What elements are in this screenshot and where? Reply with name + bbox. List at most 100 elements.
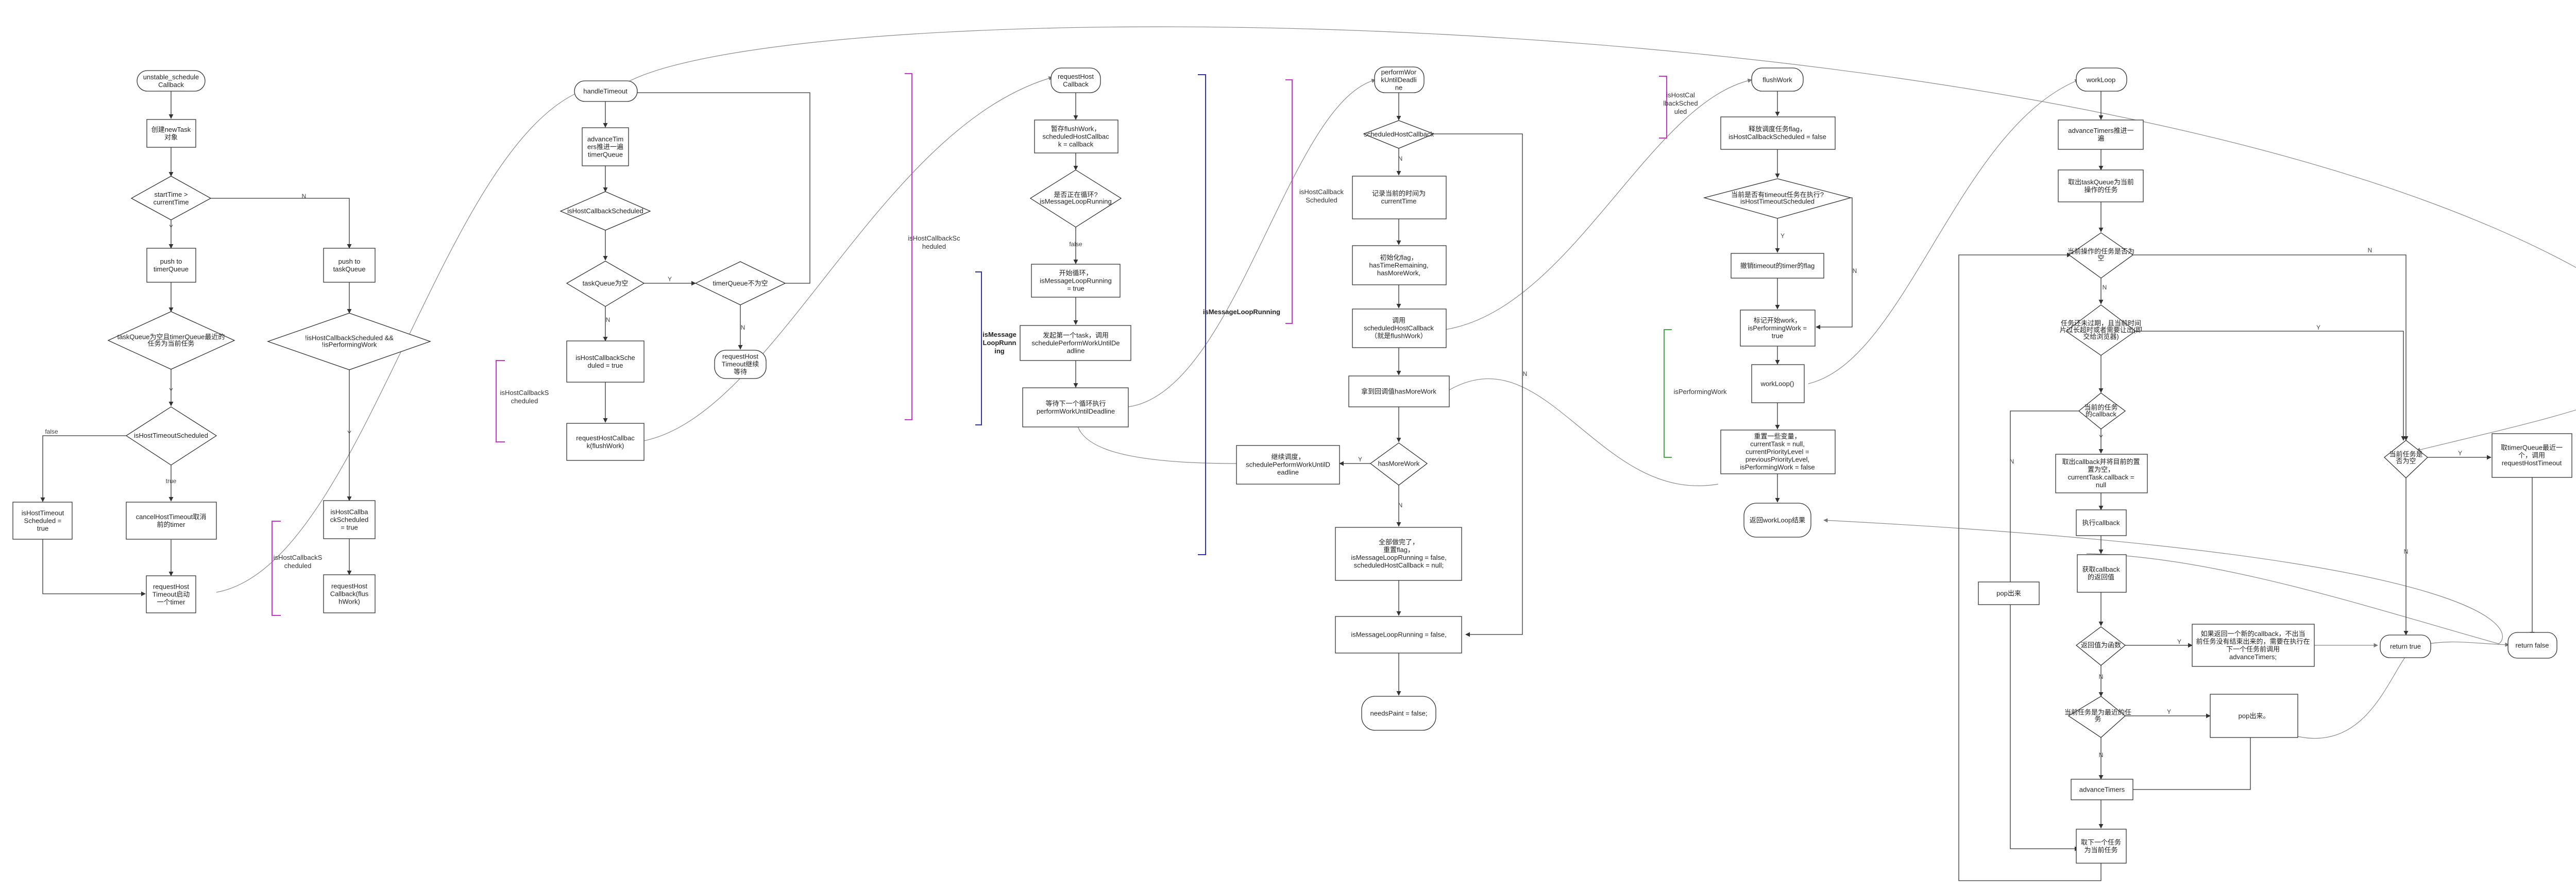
c1-push-timer-label: push to bbox=[160, 258, 182, 265]
c6-take-shape bbox=[2058, 169, 2144, 202]
annotation-a4-label: isMessage bbox=[982, 331, 1016, 338]
edge-label-no: N bbox=[1398, 502, 1403, 509]
c1-req-cb-label: Callback(flus bbox=[330, 590, 369, 598]
c2-req-timeout-shape bbox=[714, 350, 767, 379]
c6-dec2-label: 任务还未过期，且当前时间 bbox=[2061, 319, 2141, 327]
c6-dec2-label: 交给浏览器) bbox=[2083, 333, 2119, 340]
c3-start-loop-label: = true bbox=[1067, 285, 1084, 293]
c3-save-shape bbox=[1034, 119, 1118, 153]
c2-set-cb-label: duled = true bbox=[587, 362, 623, 369]
c4-dec1-shape bbox=[1363, 120, 1435, 149]
c5-mark-shape bbox=[1740, 310, 1816, 347]
c4-end-flag-shape bbox=[1335, 616, 1462, 654]
c1-dec4-label: !isHostCallbackScheduled && bbox=[305, 334, 394, 341]
annotation-a7-label: uled bbox=[1674, 108, 1687, 115]
annotation-a3-label: heduled bbox=[922, 243, 946, 250]
c6-get-shape bbox=[2077, 554, 2127, 593]
curve-c2-to-c3 bbox=[637, 76, 1053, 442]
c6-advance-label: advanceTimers推进一 bbox=[2068, 127, 2133, 134]
c2-start-shape bbox=[574, 80, 638, 102]
c4-call-label: scheduledHostCallback bbox=[1364, 324, 1434, 332]
c6-take-cb-label: 置为空， bbox=[2088, 466, 2114, 473]
edge-label-no: N bbox=[2404, 548, 2409, 555]
c6-take-label: 取出taskQueue为当前 bbox=[2068, 178, 2134, 186]
c6-next-label: 为当前任务 bbox=[2084, 846, 2117, 854]
annotation-a8-label: isPerformingWork bbox=[1673, 388, 1727, 396]
c3-start-loop-shape bbox=[1031, 264, 1121, 298]
c1-new-label: 创建newTask bbox=[151, 126, 191, 133]
c1-push-task-label: taskQueue bbox=[333, 265, 366, 273]
c5-reset2-shape bbox=[1720, 430, 1836, 474]
c6-dec5-label: 当前任务是为最近的任 bbox=[2064, 708, 2131, 716]
c2-start-label: handleTimeout bbox=[583, 88, 628, 95]
c6-dec6-label: 当前任务是 bbox=[2389, 450, 2422, 458]
edge-label-yes: Y bbox=[2458, 450, 2462, 457]
c6-advance2-shape bbox=[2071, 779, 2133, 800]
edge-label-yes: Y bbox=[347, 430, 351, 437]
c5-reset-label: isHostCallbackScheduled = false bbox=[1728, 133, 1826, 141]
c4-call-label: （就是flushWork） bbox=[1370, 332, 1427, 340]
c3-dec-label: isMessageLoopRunning bbox=[1040, 197, 1111, 205]
c3-dec-shape bbox=[1029, 169, 1122, 228]
c5-cancel-shape bbox=[1731, 253, 1824, 279]
c6-return-true-label: return true bbox=[2390, 643, 2421, 650]
c3-start-loop-label: 开始循环， bbox=[1059, 269, 1092, 277]
bracket-a7 bbox=[1659, 76, 1667, 139]
c5-reset2-label: currentTask = null, bbox=[1750, 440, 1805, 448]
c4-return-shape bbox=[1348, 375, 1450, 407]
c1-set-timeout-label: Scheduled = bbox=[24, 517, 62, 525]
c3-start-label: requestHost bbox=[1058, 73, 1094, 80]
c4-init-label: hasMoreWork, bbox=[1377, 269, 1420, 277]
annotation-a6-label: Scheduled bbox=[1306, 196, 1337, 204]
c1-start-shape bbox=[137, 70, 206, 92]
node-shapes bbox=[12, 66, 2572, 864]
c6-cont-note-label: advanceTimers; bbox=[2229, 653, 2277, 661]
c1-cancel-label: cancelHostTimeout取消 bbox=[136, 513, 207, 521]
c4-start-label: ne bbox=[1395, 84, 1402, 92]
c4-done-label: scheduledHostCallback = null; bbox=[1354, 561, 1444, 569]
edge-label-no: N bbox=[2010, 458, 2014, 465]
c2-edges bbox=[603, 90, 810, 423]
c4-dec2-label: hasMoreWork bbox=[1378, 460, 1420, 468]
c1-dec2-shape bbox=[107, 311, 235, 370]
c6-cont-note-label: 如果返回一个新的callback，不出当 bbox=[2201, 630, 2306, 638]
c6-pop-shape bbox=[1978, 581, 2040, 605]
c6-dec6-label: 否为空 bbox=[2396, 457, 2416, 465]
c2-advance-label: advanceTim bbox=[587, 135, 623, 143]
annotation-labels: isHostCallbackScheduledisHostCallbackSch… bbox=[274, 91, 1727, 570]
c5-reset2-label: 重置一些变量， bbox=[1754, 433, 1801, 440]
c1-push-task-shape bbox=[323, 248, 376, 283]
annotation-a1-label: isHostCallbackS bbox=[500, 389, 549, 397]
edge-label-no: N bbox=[2099, 673, 2104, 680]
c3-dec-label: 是否正在循环? bbox=[1054, 191, 1097, 198]
cross-column-curves bbox=[216, 26, 2576, 739]
c1-cancel-shape bbox=[126, 502, 217, 540]
edge-label-yes: Y bbox=[2316, 324, 2320, 331]
c3-start-label: Callback bbox=[1063, 80, 1089, 88]
c2-dec2-label: taskQueue为空 bbox=[583, 280, 629, 287]
curve-c5-to-c6 bbox=[1808, 79, 2079, 384]
edge-label-false-label: false bbox=[1069, 241, 1082, 248]
c6-cont-note-label: 下一个任务前调用 bbox=[2226, 645, 2280, 653]
c5-start-shape bbox=[1751, 67, 1804, 92]
c1-req-timeout-label: requestHost bbox=[153, 583, 189, 591]
curve-c3-to-c4 bbox=[1128, 78, 1376, 407]
c6-dec1-shape bbox=[2068, 232, 2134, 279]
c5-reset2-label: previousPriorityLevel, bbox=[1745, 456, 1809, 464]
c6-dec3-shape bbox=[2078, 392, 2126, 430]
c2-req-timeout-label: 等待 bbox=[734, 368, 747, 376]
c4-paint-label: needsPaint = false; bbox=[1370, 710, 1428, 717]
c1-req-timeout-label: 一个timer bbox=[157, 598, 186, 606]
c6-dec2-label: 片过长超时或者需要让出(即 bbox=[2060, 326, 2142, 334]
c6-dec4-label: 返回值为函数 bbox=[2081, 641, 2121, 649]
edge-label-no: N bbox=[1853, 267, 1857, 275]
c1-set-cb-shape bbox=[323, 500, 376, 539]
c1-push-timer-shape bbox=[146, 248, 196, 283]
c1-dec3-label: isHostTimeoutScheduled bbox=[134, 432, 208, 439]
c3-post-label: adline bbox=[1067, 347, 1085, 355]
c6-start-shape bbox=[2076, 67, 2127, 92]
c6-advance-shape bbox=[2058, 119, 2144, 150]
curve-true-false bbox=[2418, 641, 2510, 647]
curve-c1-to-c2 bbox=[216, 91, 580, 593]
